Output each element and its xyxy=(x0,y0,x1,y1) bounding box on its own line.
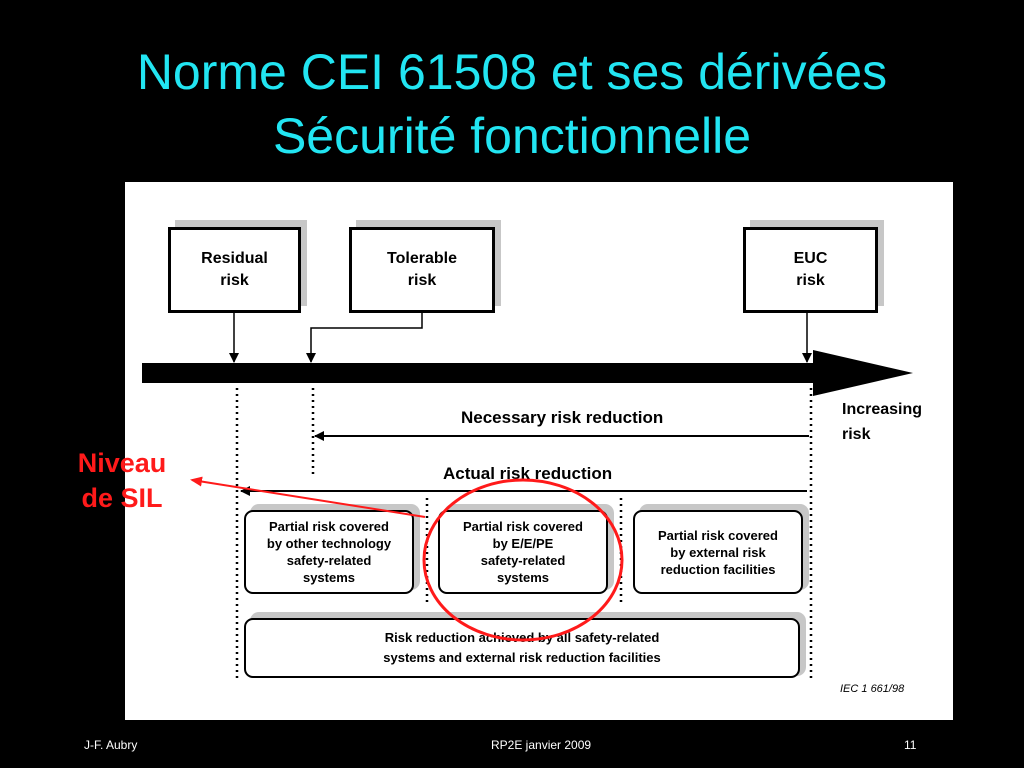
partial-other-line4: systems xyxy=(302,570,356,585)
slide-title: Norme CEI 61508 et ses dérivées Sécurité… xyxy=(0,40,1024,168)
partial-eepe-line1: Partial risk covered xyxy=(463,519,583,534)
partial-eepe-line4: systems xyxy=(496,570,550,585)
actual-risk-reduction-label: Actual risk reduction xyxy=(443,464,613,483)
partial-other-technology-box: Partial risk covered by other technology… xyxy=(244,510,414,594)
necessary-risk-reduction-label: Necessary risk reduction xyxy=(461,408,664,427)
partial-eepe-line3: safety-related xyxy=(480,553,566,568)
sil-level-line2: de SIL xyxy=(81,483,163,513)
euc-risk-box: EUC risk xyxy=(743,227,878,313)
risk-axis-bar xyxy=(142,363,814,383)
achieved-line2: systems and external risk reduction faci… xyxy=(383,650,661,665)
risk-reduction-achieved-box: Risk reduction achieved by all safety-re… xyxy=(244,618,800,678)
euc-risk-line1: EUC xyxy=(793,250,828,267)
risk-axis-arrowhead xyxy=(813,350,913,396)
slide-title-line1: Norme CEI 61508 et ses dérivées xyxy=(136,44,888,100)
footer-event: RP2E janvier 2009 xyxy=(491,738,592,752)
partial-eepe-box: Partial risk covered by E/E/PE safety-re… xyxy=(438,510,608,594)
partial-external-line2: by external risk xyxy=(670,544,766,560)
partial-external-line1: Partial risk covered xyxy=(658,527,778,543)
partial-other-line1: Partial risk covered xyxy=(269,519,389,534)
iec-reference: IEC 1 661/98 xyxy=(840,683,905,695)
partial-other-line3: safety-related xyxy=(286,553,372,568)
increasing-risk-line2: risk xyxy=(842,426,871,443)
achieved-line1: Risk reduction achieved by all safety-re… xyxy=(384,630,660,645)
increasing-risk-label: Increasing risk xyxy=(842,397,922,447)
footer-page-number: 11 xyxy=(904,738,917,752)
tolerable-risk-line2: risk xyxy=(407,272,437,289)
residual-risk-line1: Residual xyxy=(201,250,268,267)
partial-external-facilities-box: Partial risk covered by external risk re… xyxy=(633,510,803,594)
iec-risk-diagram: Residual risk Tolerable risk EUC risk In… xyxy=(125,182,953,720)
sil-level-label: Niveau de SIL xyxy=(58,446,186,516)
residual-risk-box: Residual risk xyxy=(168,227,301,313)
slide-title-line2: Sécurité fonctionnelle xyxy=(272,108,752,164)
partial-eepe-line2: by E/E/PE xyxy=(492,536,554,551)
tolerable-risk-connector xyxy=(306,312,423,363)
sil-level-line1: Niveau xyxy=(77,448,167,478)
partial-other-line2: by other technology xyxy=(266,536,392,551)
tolerable-risk-line1: Tolerable xyxy=(387,250,457,267)
partial-external-line3: reduction facilities xyxy=(660,561,776,577)
residual-risk-line2: risk xyxy=(220,272,249,289)
tolerable-risk-box: Tolerable risk xyxy=(349,227,495,313)
increasing-risk-line1: Increasing xyxy=(842,401,923,418)
footer-author: J-F. Aubry xyxy=(84,738,138,752)
euc-risk-line2: risk xyxy=(796,272,825,289)
